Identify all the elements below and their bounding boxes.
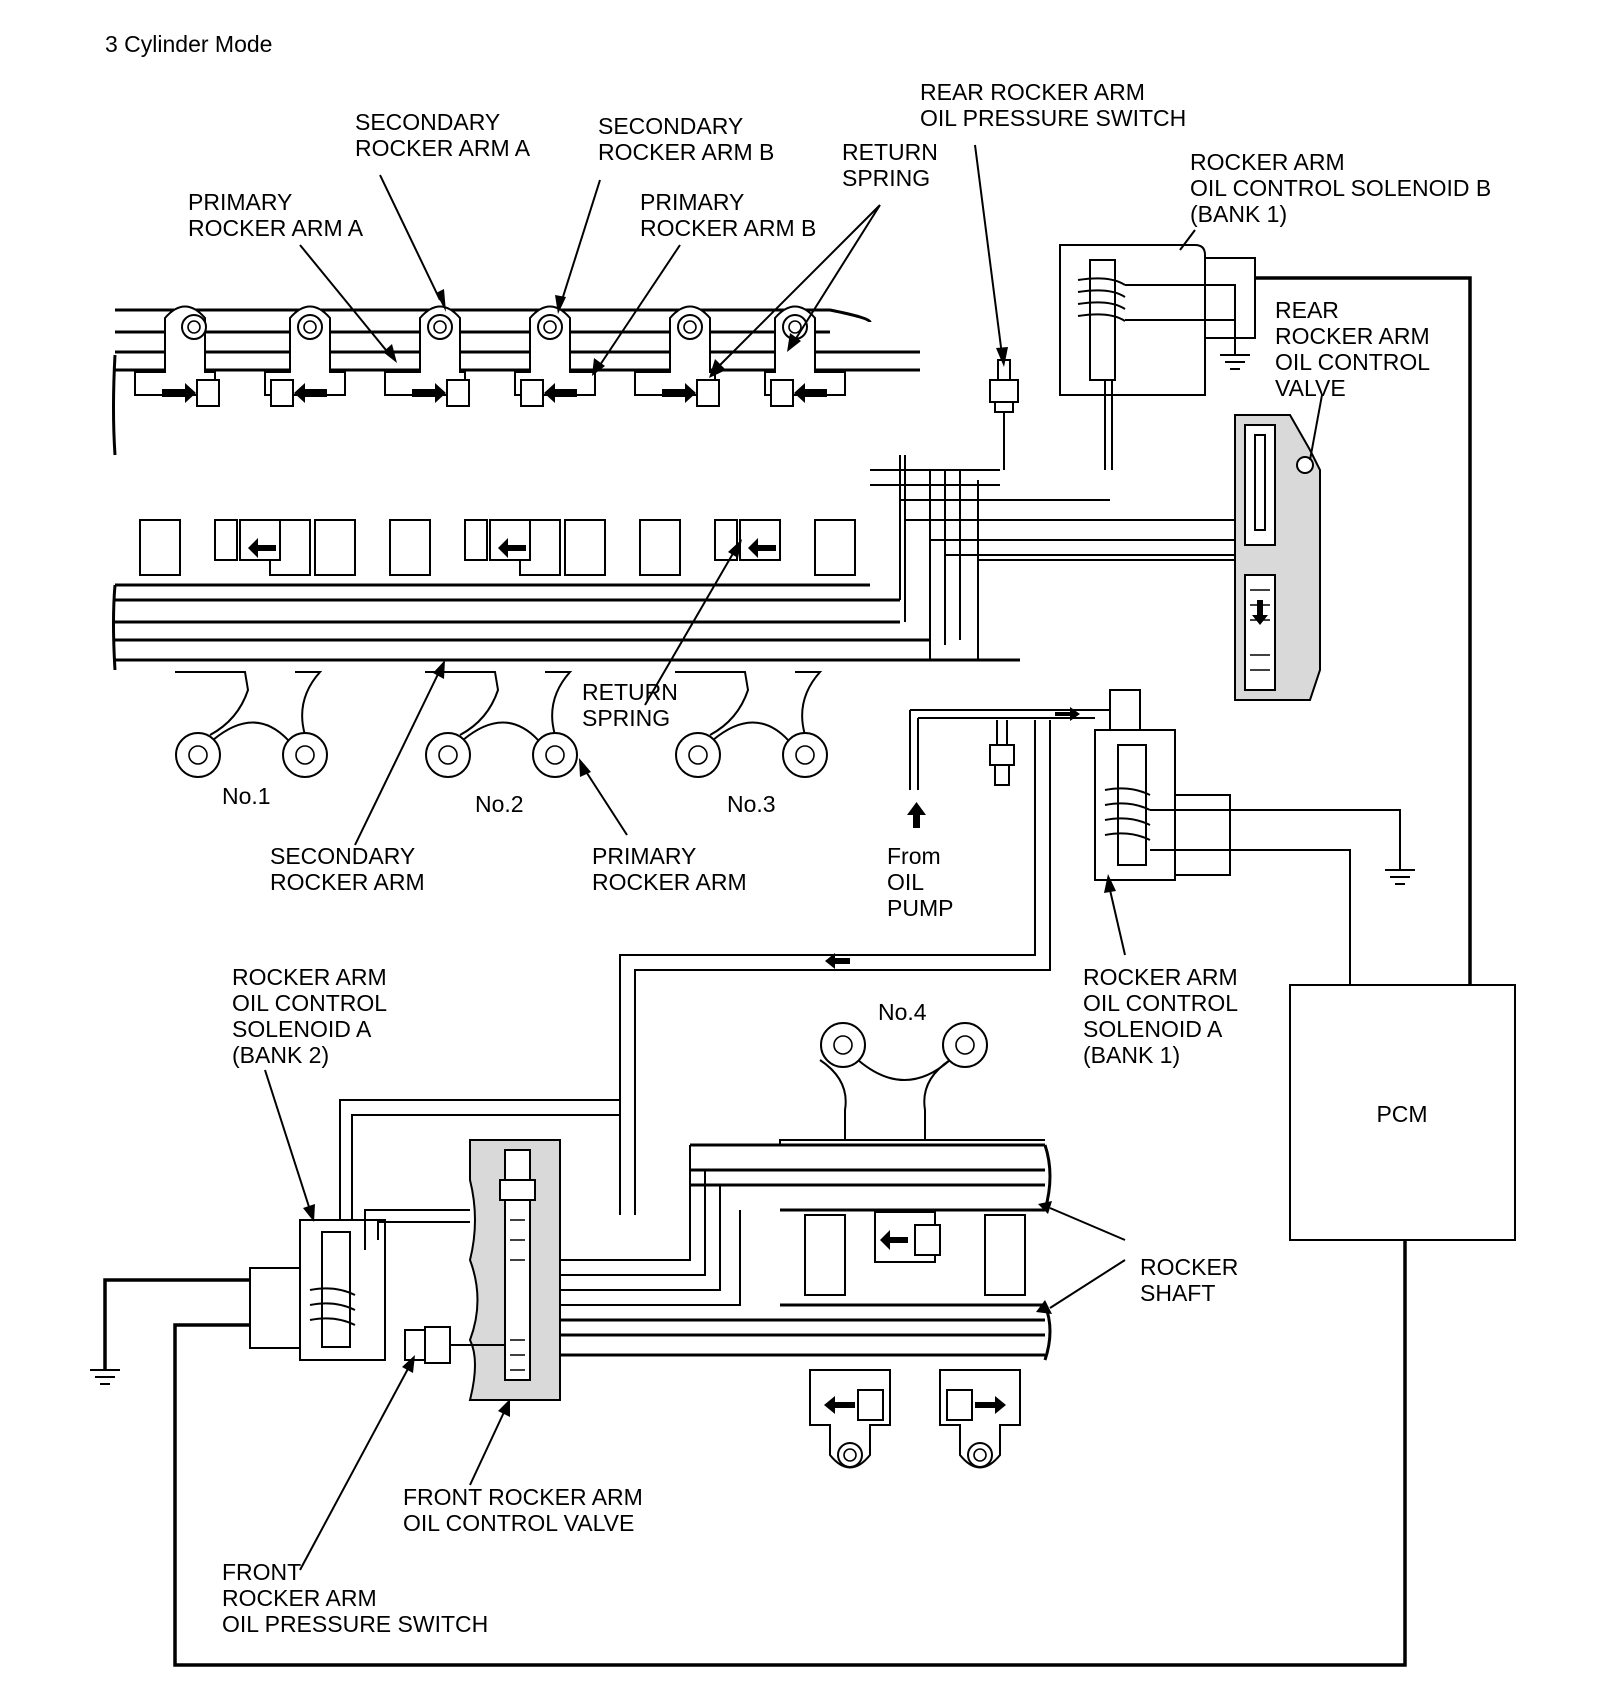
label-cylinder-no3: No.3	[727, 791, 776, 817]
lower-rocker-arms	[175, 671, 828, 778]
label-primary-rocker-arm-a: PRIMARY ROCKER ARM A	[188, 189, 364, 241]
label-return-spring-top: RETURN SPRING	[842, 139, 944, 191]
mid-piston-2	[464, 519, 531, 561]
diagram-title: 3 Cylinder Mode	[105, 31, 272, 57]
pcm-wiring	[173, 276, 1472, 1667]
oil-pump-feed	[907, 707, 1110, 828]
mid-piston-1	[214, 519, 281, 561]
cylinder-no3-arms	[675, 671, 828, 778]
valve-lifters-upper	[139, 519, 856, 576]
label-rear-oil-pressure-switch: REAR ROCKER ARM OIL PRESSURE SWITCH	[920, 79, 1186, 131]
lower-feed-passage	[619, 720, 1051, 1215]
cylinder-no4-pistons	[804, 1211, 1026, 1469]
rocker-arm-unit-4	[514, 305, 596, 407]
label-cylinder-no2: No.2	[475, 791, 524, 817]
pcm-label: PCM	[1376, 1101, 1427, 1127]
label-from-oil-pump: From OIL PUMP	[887, 843, 953, 921]
label-solenoid-b-bank1: ROCKER ARM OIL CONTROL SOLENOID B (BANK …	[1190, 149, 1498, 227]
callout-labels: REAR ROCKER ARM OIL PRESSURE SWITCH SECO…	[188, 79, 1498, 1637]
label-secondary-rocker-arm: SECONDARY ROCKER ARM	[270, 843, 425, 895]
label-secondary-rocker-arm-a: SECONDARY ROCKER ARM A	[355, 109, 531, 161]
label-return-spring-mid: RETURN SPRING	[582, 679, 684, 731]
label-cylinder-no1: No.1	[222, 783, 271, 809]
rocker-arm-unit-1	[134, 305, 220, 407]
label-primary-rocker-arm: PRIMARY ROCKER ARM	[592, 843, 747, 895]
label-solenoid-a-bank2: ROCKER ARM OIL CONTROL SOLENOID A (BANK …	[232, 964, 393, 1068]
front-oil-pressure-switch	[404, 1326, 505, 1364]
leader-lines	[264, 144, 1323, 1571]
label-solenoid-a-bank1: ROCKER ARM OIL CONTROL SOLENOID A (BANK …	[1083, 964, 1244, 1068]
rocker-arm-unit-2	[264, 305, 346, 407]
solenoid-b-bank1	[1059, 244, 1256, 470]
rear-oil-pressure-switch	[989, 359, 1019, 470]
solenoid-a-bank1	[1094, 689, 1415, 990]
pcm-unit: PCM	[1289, 984, 1516, 1241]
upper-rocker-shaft	[112, 308, 1240, 671]
label-front-oil-pressure-switch: FRONT ROCKER ARM OIL PRESSURE SWITCH	[222, 1559, 488, 1637]
cylinder-no4-arm	[779, 1022, 1045, 1145]
front-oil-control-valve	[468, 1139, 561, 1401]
label-rear-oil-control-valve: REAR ROCKER ARM OIL CONTROL VALVE	[1275, 297, 1436, 401]
label-secondary-rocker-arm-b: SECONDARY ROCKER ARM B	[598, 113, 774, 165]
solenoid-a-bank2	[90, 1099, 620, 1385]
label-rocker-shaft: ROCKER SHAFT	[1140, 1254, 1245, 1306]
rocker-arm-unit-5	[634, 305, 720, 407]
cylinder-no1-arms	[175, 671, 328, 778]
upper-rocker-arms	[134, 305, 846, 407]
mid-piston-3	[714, 519, 781, 561]
cylinder-no2-arms	[425, 671, 578, 778]
rocker-arm-unit-6	[764, 305, 846, 407]
rear-oil-control-valve	[1234, 414, 1321, 701]
rocker-arm-unit-3	[384, 305, 470, 407]
label-front-oil-control-valve: FRONT ROCKER ARM OIL CONTROL VALVE	[403, 1484, 649, 1536]
label-cylinder-no4: No.4	[878, 999, 927, 1025]
label-primary-rocker-arm-b: PRIMARY ROCKER ARM B	[640, 189, 816, 241]
